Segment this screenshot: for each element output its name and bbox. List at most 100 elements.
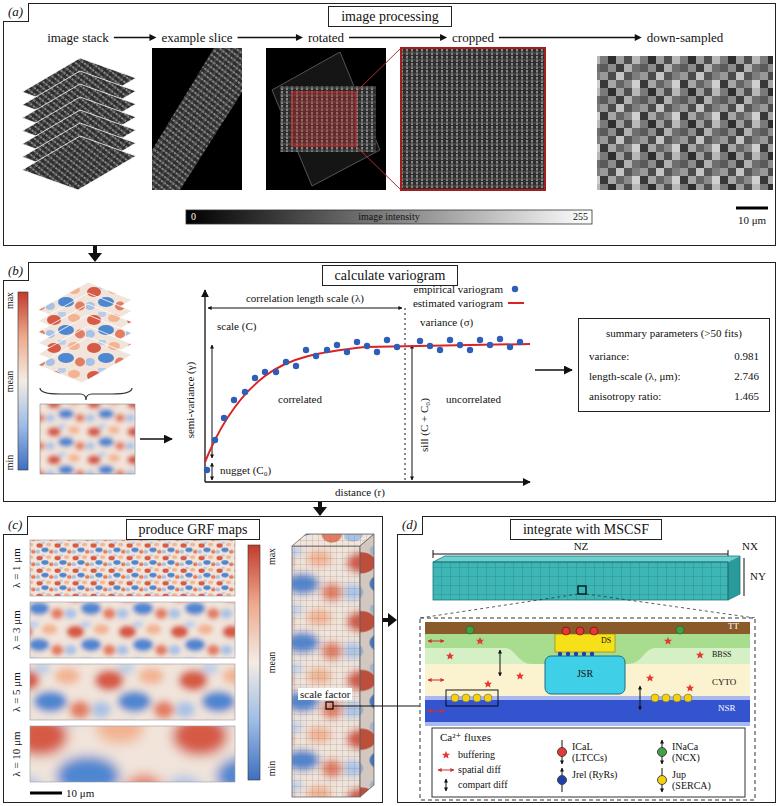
variogram-art: [204, 286, 523, 473]
figure-label: 0: [191, 211, 196, 222]
mscsf-art: [686, 684, 694, 692]
figure-label: NY: [750, 570, 766, 582]
variogram-art: [283, 359, 289, 365]
figure-label: NX: [742, 540, 758, 552]
grf-maps-art: [20, 530, 420, 806]
figure-label: NZ: [574, 540, 589, 552]
mscsf-art: [566, 652, 570, 656]
variogram-art: [508, 302, 524, 304]
variogram-art: [231, 397, 237, 403]
variogram-art: [374, 349, 380, 355]
arrow-head: [388, 613, 397, 627]
variogram-art: [293, 363, 299, 369]
mscsf-art: [562, 627, 598, 635]
figure-panel: (a)image processingimage stackexample sl…: [3, 3, 776, 246]
mscsf-art: [640, 686, 641, 710]
mscsf-art: [433, 562, 728, 600]
figure-label: distance (r): [335, 486, 385, 498]
variogram-art: [303, 347, 309, 353]
figure-label: correlated: [278, 393, 322, 405]
figure-label: empirical variogram: [414, 283, 504, 295]
figure-label: max: [267, 547, 278, 564]
figure-label: image intensity: [358, 211, 419, 222]
mscsf-art: [438, 770, 454, 771]
variogram-art: [364, 343, 370, 349]
node-text: calculate variogram: [335, 267, 446, 284]
mscsf-art: [462, 694, 470, 702]
variogram-art: [535, 369, 572, 371]
legend-text: ICaL (LTCCs): [572, 741, 622, 763]
figure-label: λ = 10 μm: [10, 731, 22, 776]
mscsf-art: [484, 694, 492, 702]
arrow-head: [635, 34, 642, 41]
figure-label: mean: [267, 651, 278, 673]
mscsf-art: [586, 594, 755, 618]
figure-label: 255: [573, 211, 588, 222]
variogram-art: [204, 467, 210, 473]
legend-text: spatial diff: [458, 764, 501, 775]
mscsf-art: [676, 626, 684, 634]
step-caption: rotated: [308, 30, 344, 45]
image-processing-art: [22, 136, 136, 190]
figure-label: BBSS: [712, 651, 732, 660]
variogram-art: [394, 344, 400, 350]
mscsf-art: [590, 627, 598, 635]
variogram-art: [344, 349, 350, 355]
legend-text: Jup (SERCA): [672, 769, 722, 791]
table-value: 1.465: [712, 390, 759, 403]
grf-maps-art: [30, 540, 235, 596]
legend-swatch: [657, 775, 667, 785]
mscsf-art: [744, 558, 745, 596]
figure-label: uncorrelated: [446, 393, 501, 405]
legend-swatch: [557, 775, 567, 785]
image-processing-art: [266, 48, 386, 190]
grf-maps-art: [30, 602, 235, 658]
mscsf-art: [578, 586, 586, 594]
mscsf-art: [646, 674, 654, 682]
variogram-art: [412, 345, 413, 480]
variogram-art: [140, 438, 172, 440]
mscsf-art: [664, 637, 672, 645]
variogram-art: [205, 344, 530, 462]
variogram-art: [212, 463, 213, 480]
image-processing-art: [152, 48, 242, 190]
grf-maps-art: [30, 602, 235, 658]
mscsf-art: [466, 626, 474, 634]
mscsf-art: [428, 711, 444, 712]
mscsf-art: [651, 694, 659, 702]
panel-title-box: produce GRF maps: [126, 519, 261, 540]
node-text: integrate with MSCSF: [523, 521, 649, 538]
grf-maps-art: [360, 534, 374, 797]
variogram-art: [324, 347, 330, 353]
figure-label: JSR: [577, 668, 593, 679]
legend-text: INaCa (NCX): [672, 741, 722, 763]
mscsf-art: [558, 652, 562, 656]
legend-text: compart diff: [458, 779, 508, 790]
grf-maps-art: [248, 545, 260, 780]
arrow-head: [88, 253, 102, 262]
table-cell: variance:: [589, 350, 702, 363]
image-processing-art: [272, 52, 380, 186]
variogram-art: [38, 337, 132, 383]
arrow-shaft: [349, 37, 441, 38]
grf-maps-art: [333, 706, 420, 707]
mscsf-art: [446, 652, 454, 660]
variogram-art: [477, 337, 483, 343]
mscsf-art: [425, 622, 750, 634]
table-value: 0.981: [712, 350, 759, 363]
mscsf-art: [558, 652, 594, 656]
legend-text: Jrel (RyRs): [572, 769, 622, 780]
node-text: image stack: [47, 30, 109, 45]
figure-label: λ = 5 μm: [10, 672, 22, 712]
mscsf-art: [446, 637, 704, 692]
step-caption: example slice: [161, 30, 232, 45]
figure-label: scale (C): [217, 320, 256, 332]
variogram-art: [447, 337, 453, 343]
image-processing-art: [186, 210, 592, 224]
variogram-art: [334, 342, 340, 348]
image-processing-art: [736, 207, 768, 210]
figure-label: Ca²⁺ fluxes: [440, 731, 491, 743]
variogram-art: [40, 404, 135, 474]
panel-letter: (c): [3, 516, 28, 535]
